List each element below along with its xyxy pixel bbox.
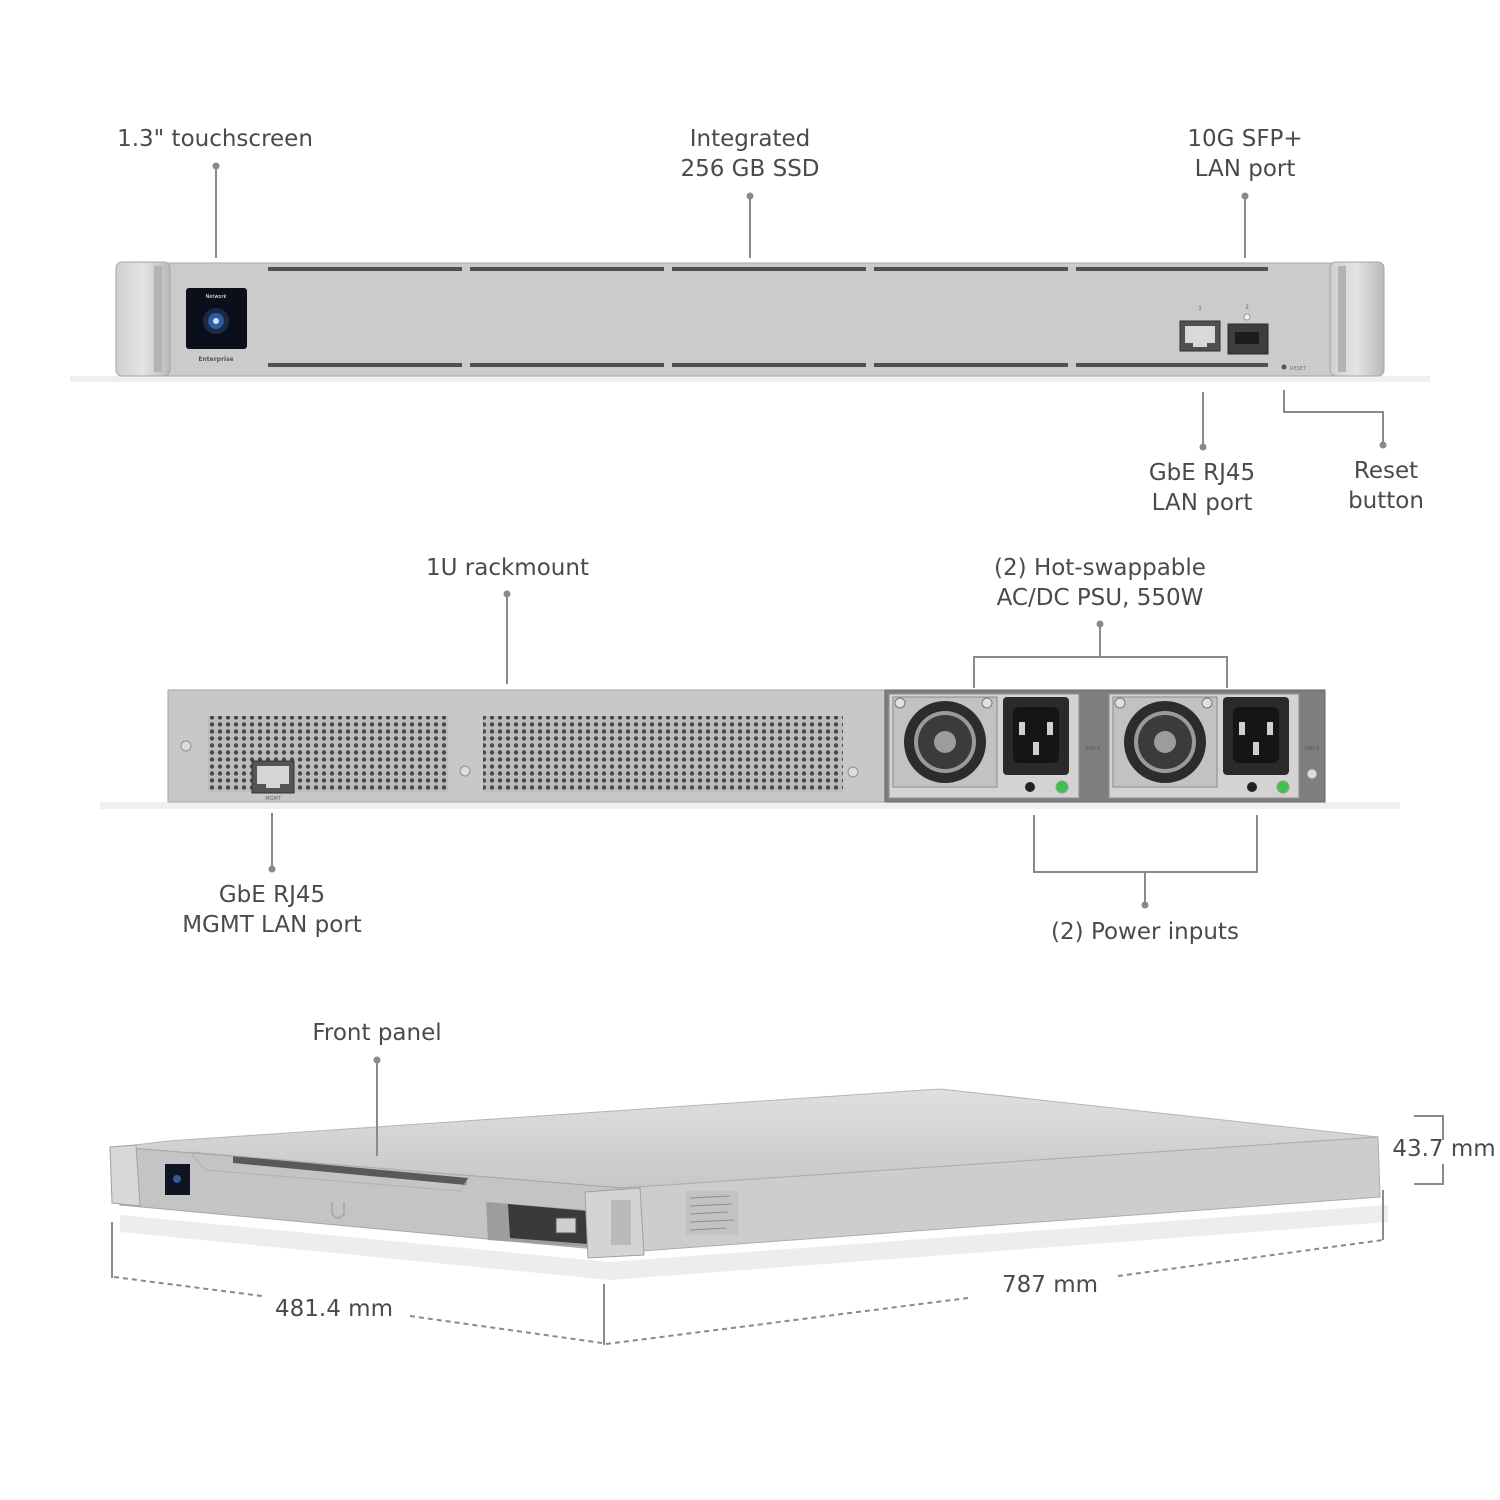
screen-title: Network (206, 294, 227, 300)
rear-view-device: MGMT PSU 1 (100, 689, 1400, 809)
rj45-port-label: GbE RJ45 LAN port (1148, 460, 1256, 516)
isometric-rj45-port (555, 1217, 577, 1234)
ubiquiti-logo-icon (331, 1202, 345, 1219)
width-dimension-label: 481.4 mm (275, 1296, 393, 1322)
mgmt-port-label: GbE RJ45 MGMT LAN port (182, 882, 362, 938)
front-view-device: Network Enterprise 1 2 RESET (70, 261, 1430, 382)
front-panel-label: Front panel (312, 1020, 442, 1046)
dimension-lines (111, 1062, 1444, 1345)
rear-leaders (271, 596, 1258, 904)
depth-dimension-label: 787 mm (1001, 1272, 1099, 1298)
sfp-port-label: 10G SFP+ LAN port (1187, 126, 1303, 182)
svg-text:MGMT: MGMT (265, 796, 282, 802)
svg-text:RESET: RESET (1290, 366, 1307, 372)
svg-text:PSU 1: PSU 1 (1086, 746, 1101, 752)
reset-hole (1281, 364, 1287, 370)
ssd-label: Integrated 256 GB SSD (680, 126, 820, 182)
reset-button-label: Reset button (1348, 458, 1424, 514)
psu-1: PSU 1 (888, 693, 1101, 799)
psu-2-status-led (1276, 780, 1290, 794)
svg-text:2: 2 (1245, 304, 1249, 311)
power-inputs-label: (2) Power inputs (1051, 919, 1239, 945)
isometric-device (109, 1088, 1388, 1280)
psu-1-status-led (1055, 780, 1069, 794)
screen-brand: Enterprise (198, 356, 233, 363)
svg-text:PSU 2: PSU 2 (1305, 746, 1320, 752)
psu-2: PSU 2 (1108, 693, 1320, 799)
svg-text:1: 1 (1198, 305, 1202, 312)
touchscreen-label: 1.3" touchscreen (117, 126, 313, 152)
front-vent-slots (268, 267, 1268, 367)
rear-vent-right (483, 716, 843, 792)
rear-vent-left (208, 716, 448, 792)
rackmount-label: 1U rackmount (426, 555, 589, 581)
front-chassis (162, 262, 1338, 377)
psu-label: (2) Hot-swappable AC/DC PSU, 550W (994, 555, 1206, 611)
front-leaders (215, 168, 1384, 446)
height-dimension-label: 43.7 mm (1392, 1136, 1496, 1162)
